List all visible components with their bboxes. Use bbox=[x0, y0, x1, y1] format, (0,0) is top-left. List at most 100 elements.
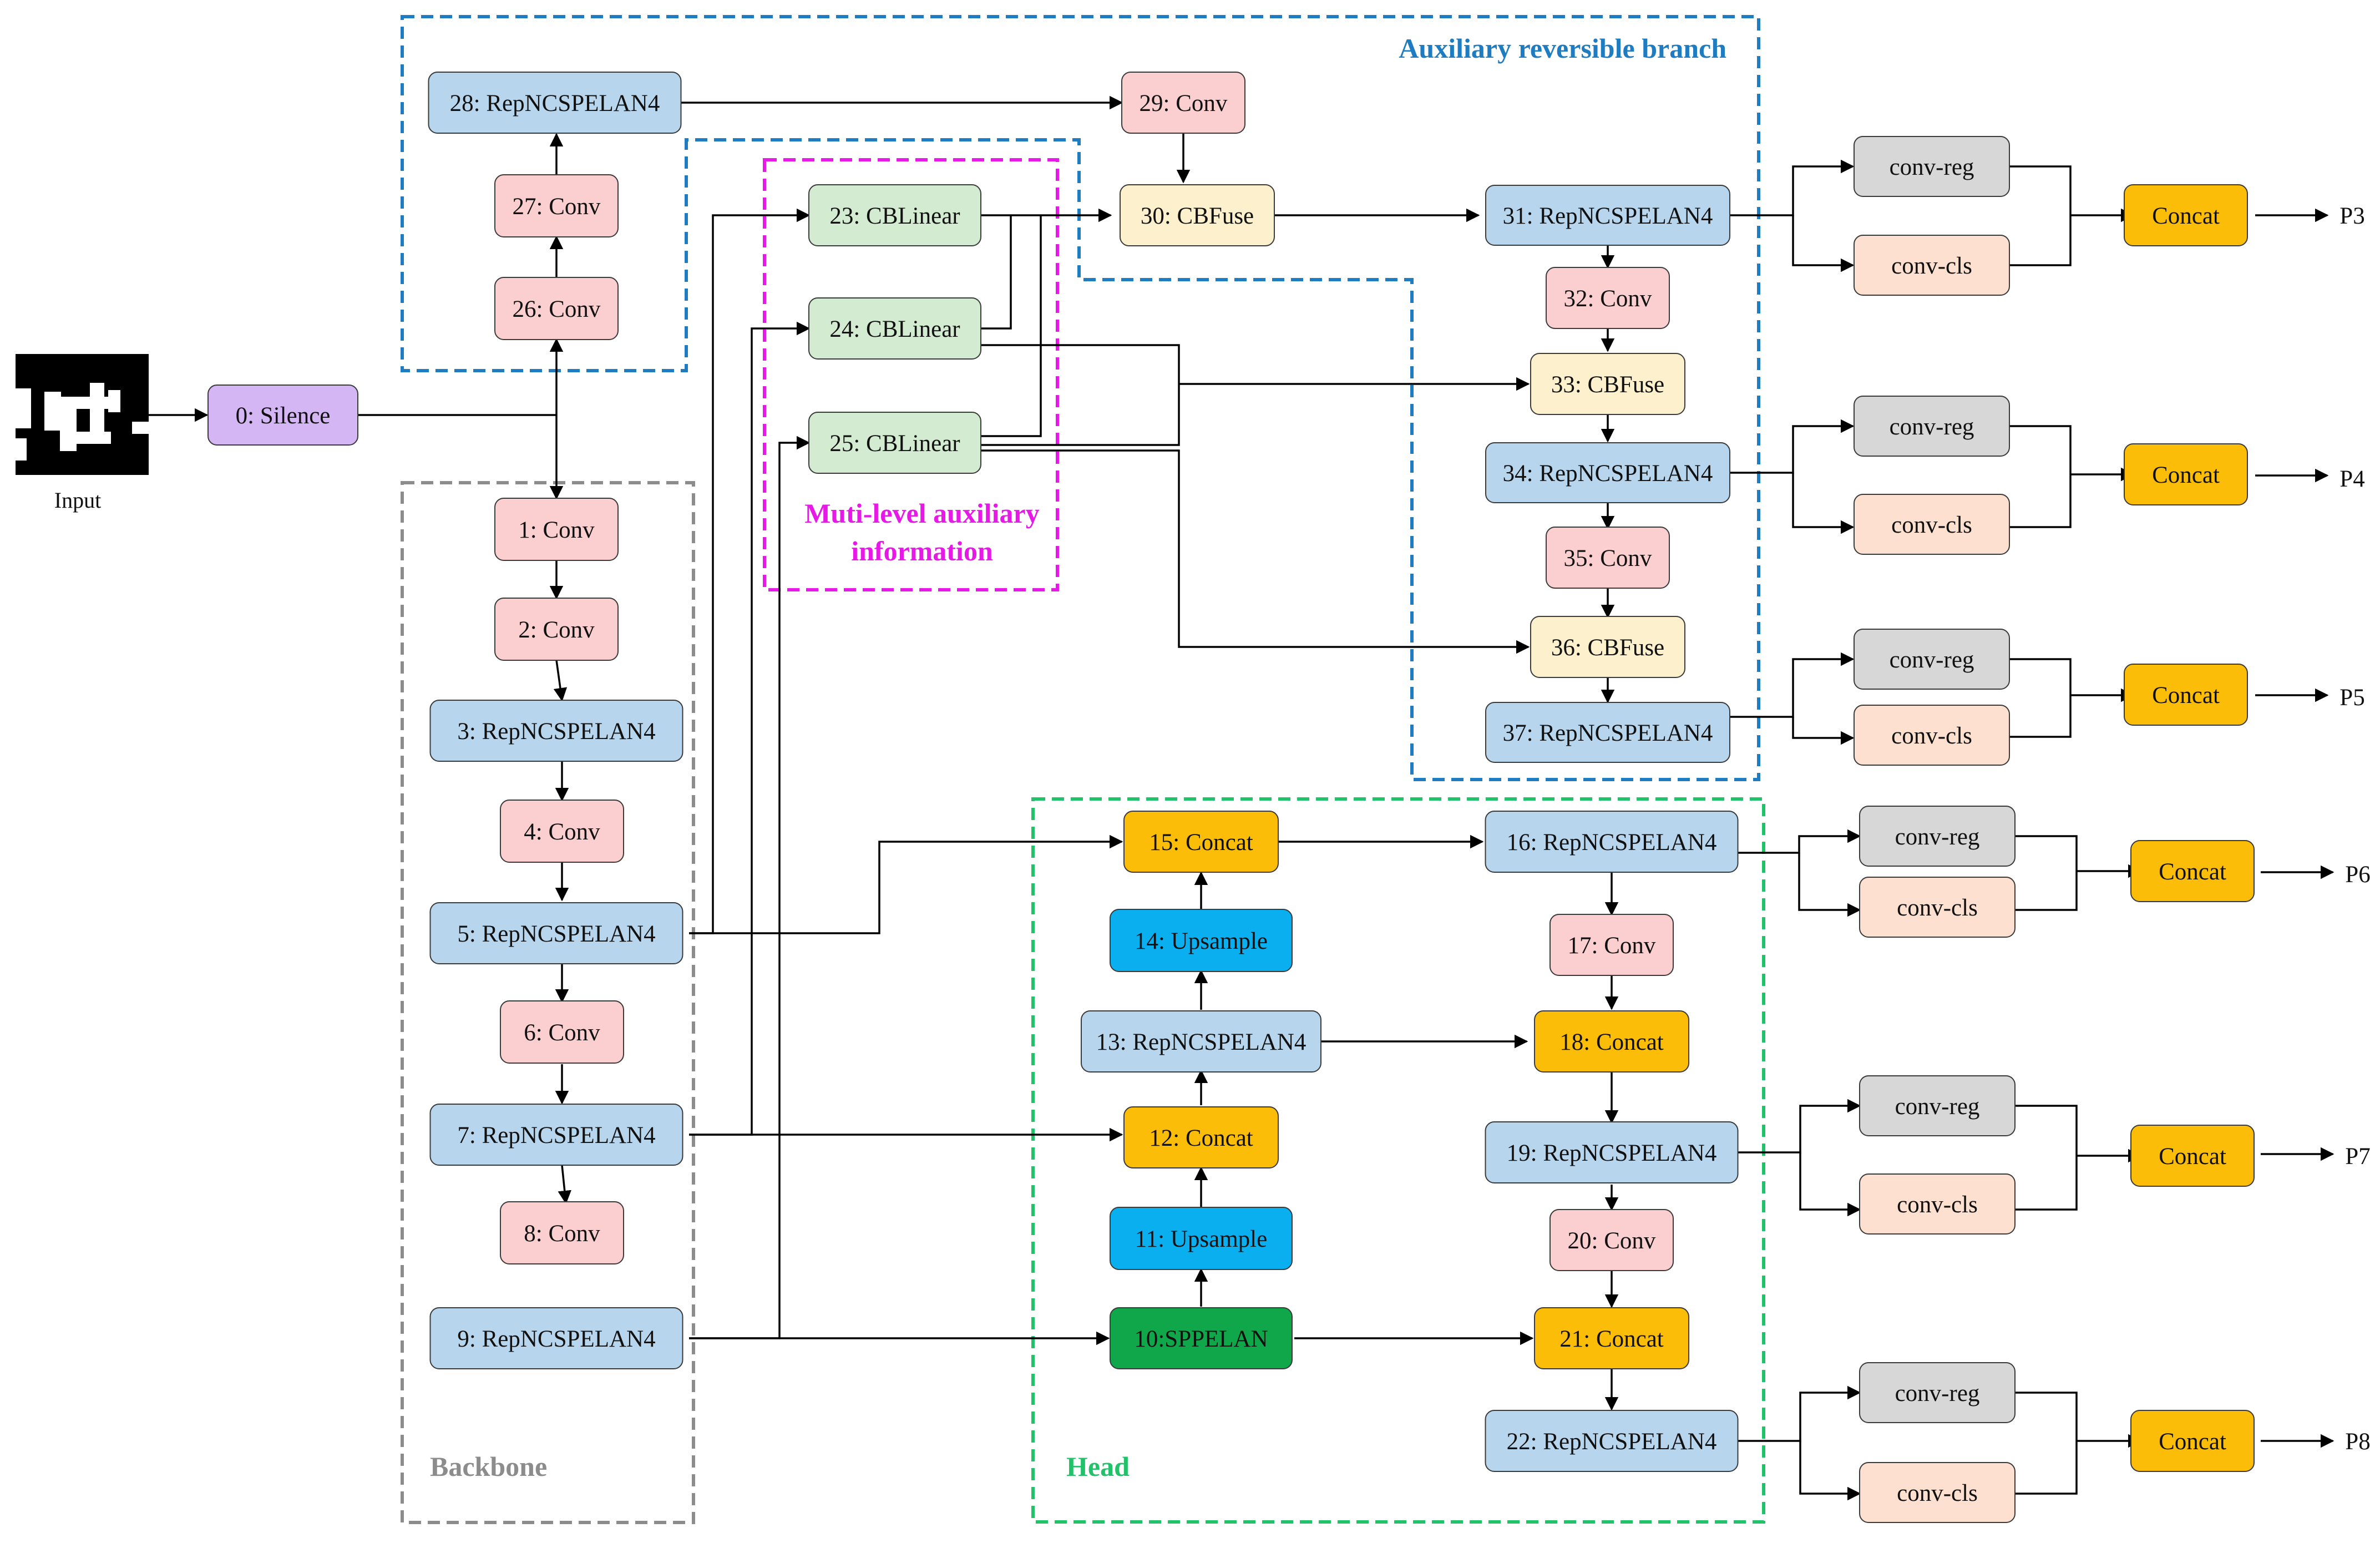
node-box bbox=[1485, 811, 1739, 873]
node-box bbox=[1546, 527, 1670, 589]
node-box bbox=[1110, 1207, 1293, 1270]
concat-label: Concat bbox=[2152, 462, 2220, 488]
node-box bbox=[1549, 914, 1674, 976]
node-box bbox=[1485, 1121, 1739, 1183]
node-box bbox=[808, 184, 981, 246]
node-label: 4: Conv bbox=[524, 819, 600, 845]
region-boxes bbox=[401, 15, 1765, 1524]
node-label: 23: CBLinear bbox=[829, 203, 960, 229]
edge bbox=[1792, 473, 1855, 534]
node-n34: 34: RepNCSPELAN4 bbox=[1485, 442, 1730, 503]
edge bbox=[1799, 1152, 1861, 1217]
concat: Concat bbox=[2124, 184, 2248, 246]
node-box bbox=[1121, 72, 1245, 134]
node-box bbox=[494, 498, 619, 561]
conv-cls: conv-cls bbox=[1854, 705, 2010, 766]
head-region bbox=[1031, 797, 1765, 1524]
conv-reg: conv-reg bbox=[1854, 136, 2010, 197]
node-n17: 17: Conv bbox=[1549, 914, 1674, 976]
conv-cls-label: conv-cls bbox=[1891, 253, 1972, 279]
concat: Concat bbox=[2124, 443, 2248, 505]
node-box bbox=[494, 277, 619, 340]
concat-label: Concat bbox=[2159, 1429, 2226, 1455]
edge bbox=[2009, 425, 2072, 528]
node-n29: 29: Conv bbox=[1121, 72, 1245, 134]
conv-cls: conv-cls bbox=[1859, 1462, 2016, 1523]
conv-cls-box bbox=[1859, 877, 2016, 938]
node-label: 24: CBLinear bbox=[829, 316, 960, 342]
node-n15: 15: Concat bbox=[1123, 811, 1279, 873]
node-box bbox=[1485, 442, 1730, 503]
conv-reg: conv-reg bbox=[1859, 806, 2016, 867]
node-label: 8: Conv bbox=[524, 1221, 600, 1247]
node-label: 6: Conv bbox=[524, 1020, 600, 1046]
node-label: 9: RepNCSPELAN4 bbox=[457, 1326, 655, 1352]
node-label: 35: Conv bbox=[1564, 545, 1652, 571]
node-label: 27: Conv bbox=[513, 194, 601, 220]
conv-cls: conv-cls bbox=[1854, 235, 2010, 296]
node-box bbox=[1534, 1010, 1689, 1072]
conv-reg: conv-reg bbox=[1859, 1075, 2016, 1136]
node-box bbox=[1123, 1106, 1279, 1168]
conv-cls-label: conv-cls bbox=[1891, 512, 1972, 538]
edge bbox=[553, 660, 568, 702]
multilevel-region bbox=[763, 158, 1059, 591]
edge bbox=[1735, 829, 1861, 854]
edge bbox=[1730, 652, 1855, 718]
node-n31: 31: RepNCSPELAN4 bbox=[1485, 185, 1730, 246]
node-box bbox=[429, 1104, 683, 1166]
node-box bbox=[429, 700, 683, 762]
node-n12: 12: Concat bbox=[1123, 1106, 1279, 1168]
node-box bbox=[1120, 184, 1275, 246]
node-box bbox=[500, 1201, 624, 1264]
node-n21: 21: Concat bbox=[1534, 1307, 1689, 1369]
conv-reg-label: conv-reg bbox=[1895, 1380, 1980, 1407]
edge bbox=[689, 834, 1123, 934]
node-label: 22: RepNCSPELAN4 bbox=[1507, 1429, 1717, 1455]
conv-reg-label: conv-reg bbox=[1895, 1094, 1980, 1120]
conv-reg-label: conv-reg bbox=[1890, 414, 1974, 440]
edge bbox=[981, 344, 1180, 446]
output-label: P8 bbox=[2345, 1429, 2370, 1455]
edge bbox=[981, 215, 1042, 437]
output-label: P5 bbox=[2340, 685, 2364, 711]
conv-reg-label: conv-reg bbox=[1895, 824, 1980, 850]
input-label: Input bbox=[54, 488, 101, 513]
edge bbox=[2015, 1105, 2078, 1211]
conv-reg-label: conv-reg bbox=[1890, 154, 1974, 180]
concat-box bbox=[2130, 840, 2255, 902]
edge bbox=[981, 215, 1012, 330]
conv-reg-box bbox=[1859, 806, 2016, 867]
concat-box bbox=[2124, 184, 2248, 246]
input-image bbox=[16, 354, 149, 475]
node-box bbox=[500, 1000, 624, 1064]
concat-box bbox=[2130, 1125, 2255, 1187]
aux-branch-region bbox=[401, 15, 1760, 781]
node-label: 31: RepNCSPELAN4 bbox=[1503, 203, 1713, 229]
node-box bbox=[1081, 1010, 1321, 1072]
node-n6: 6: Conv bbox=[500, 1000, 624, 1064]
node-n19: 19: RepNCSPELAN4 bbox=[1485, 1121, 1739, 1183]
node-label: 21: Concat bbox=[1559, 1326, 1664, 1352]
node-label: 2: Conv bbox=[518, 617, 595, 643]
conv-cls-label: conv-cls bbox=[1897, 1192, 1978, 1218]
node-label: 37: RepNCSPELAN4 bbox=[1503, 720, 1713, 746]
node-box bbox=[428, 72, 682, 134]
node-box bbox=[1530, 353, 1685, 415]
node-box bbox=[494, 174, 619, 237]
conv-cls: conv-cls bbox=[1854, 494, 2010, 555]
node-label: 13: RepNCSPELAN4 bbox=[1096, 1029, 1307, 1055]
conv-cls: conv-cls bbox=[1859, 1173, 2016, 1235]
node-n2: 2: Conv bbox=[494, 598, 619, 661]
concat-label: Concat bbox=[2159, 859, 2226, 885]
edge bbox=[1799, 1441, 1861, 1501]
node-n13: 13: RepNCSPELAN4 bbox=[1081, 1010, 1321, 1072]
node-label: 0: Silence bbox=[236, 403, 331, 429]
node-label: 30: CBFuse bbox=[1141, 203, 1254, 229]
conv-reg: conv-reg bbox=[1859, 1362, 2016, 1423]
node-label: 34: RepNCSPELAN4 bbox=[1503, 461, 1713, 487]
node-n35: 35: Conv bbox=[1546, 527, 1670, 589]
output-label: P3 bbox=[2340, 203, 2364, 229]
